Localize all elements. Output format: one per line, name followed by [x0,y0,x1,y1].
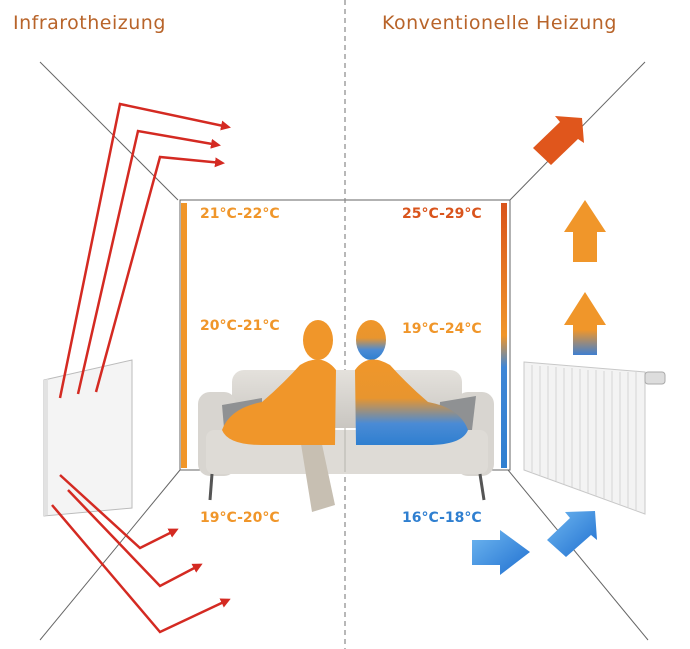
right-temp-top: 25°C-29°C [402,206,482,222]
left-temp-bottom: 19°C-20°C [200,510,280,526]
arrow-middle-gradient [564,292,606,355]
infrared-panel [43,359,133,517]
right-temp-middle: 19°C-24°C [402,321,482,337]
right-temp-bottom: 16°C-18°C [402,510,482,526]
radiator [523,361,666,515]
person-right [355,320,468,445]
arrow-blue-lower [472,530,530,575]
person-left [222,320,336,445]
infrared-rays [51,102,231,634]
arrow-top-deep-orange [533,116,584,165]
left-temperature-bar [181,203,187,468]
left-temp-middle: 20°C-21°C [200,318,280,334]
arrow-blue-right [547,511,597,557]
arrow-upper-orange [564,200,606,262]
title-conventional-heating: Konventionelle Heizung [382,12,617,34]
left-temp-top: 21°C-22°C [200,206,280,222]
right-temperature-bar [501,203,507,468]
convection-arrows [472,116,606,575]
title-infrared-heating: Infrarotheizung [13,12,166,34]
